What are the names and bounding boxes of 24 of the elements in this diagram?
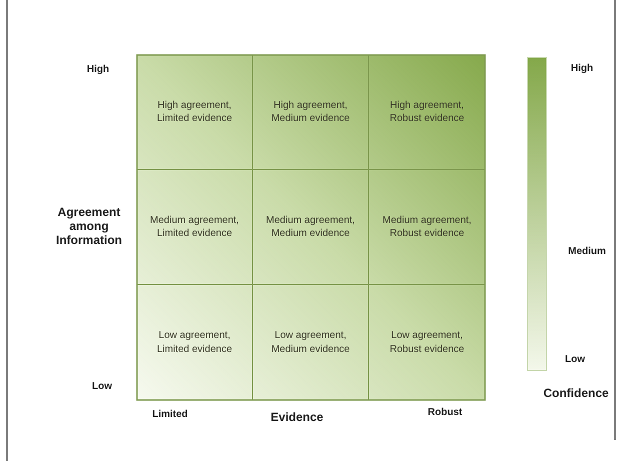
cell-text: High agreement, Robust evidence bbox=[388, 98, 466, 126]
matrix-cell bbox=[253, 170, 369, 285]
scale-label: Low bbox=[564, 354, 586, 365]
axis-tick-label: Limited bbox=[151, 409, 189, 420]
cell-text: Medium agreement, Medium evidence bbox=[265, 214, 356, 240]
matrix-cell bbox=[253, 55, 369, 170]
confidence-gradient-bar bbox=[527, 57, 547, 371]
cell-text: Low agreement, Medium evidence bbox=[270, 329, 351, 356]
cell-text: High agreement, Medium evidence bbox=[270, 98, 351, 126]
scale-label: High bbox=[570, 63, 594, 74]
axis-tick-label: Robust bbox=[426, 407, 464, 418]
scale-title: Confidence bbox=[542, 386, 610, 400]
cell-text: Medium agreement, Limited evidence bbox=[149, 214, 240, 240]
axis-title: Evidence bbox=[270, 410, 324, 424]
axis-title: Agreement among Information bbox=[55, 205, 123, 247]
cell-text: Low agreement, Robust evidence bbox=[388, 329, 466, 356]
cell-text: High agreement, Limited evidence bbox=[156, 98, 234, 126]
matrix-cell bbox=[137, 170, 253, 285]
cell-text: Low agreement, Limited evidence bbox=[156, 329, 234, 356]
matrix-cell bbox=[137, 55, 253, 170]
scale-label: Medium bbox=[567, 246, 607, 257]
axis-tick-label: High bbox=[86, 64, 110, 75]
axis-tick-label: Low bbox=[91, 381, 113, 392]
cell-text: Medium agreement, Robust evidence bbox=[382, 214, 472, 240]
